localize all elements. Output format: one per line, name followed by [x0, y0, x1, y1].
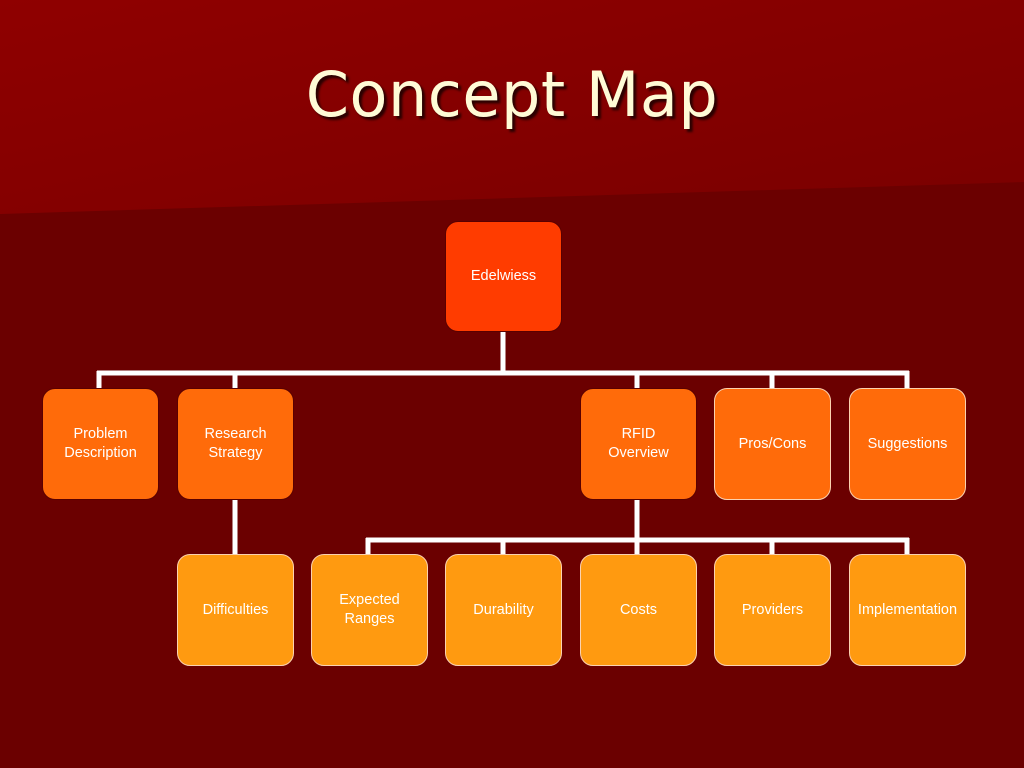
node-problem-description: Problem Description — [42, 388, 159, 500]
node-difficulties: Difficulties — [177, 554, 294, 666]
node-providers: Providers — [714, 554, 831, 666]
node-expected-ranges: Expected Ranges — [311, 554, 428, 666]
node-implementation: Implementation — [849, 554, 966, 666]
node-research-strategy: Research Strategy — [177, 388, 294, 500]
node-durability: Durability — [445, 554, 562, 666]
node-suggestions: Suggestions — [849, 388, 966, 500]
node-pros-cons: Pros/Cons — [714, 388, 831, 500]
node-costs: Costs — [580, 554, 697, 666]
slide-title: Concept Map — [305, 58, 719, 131]
node-rfid-overview: RFID Overview — [580, 388, 697, 500]
node-edelwiess: Edelwiess — [445, 221, 562, 332]
